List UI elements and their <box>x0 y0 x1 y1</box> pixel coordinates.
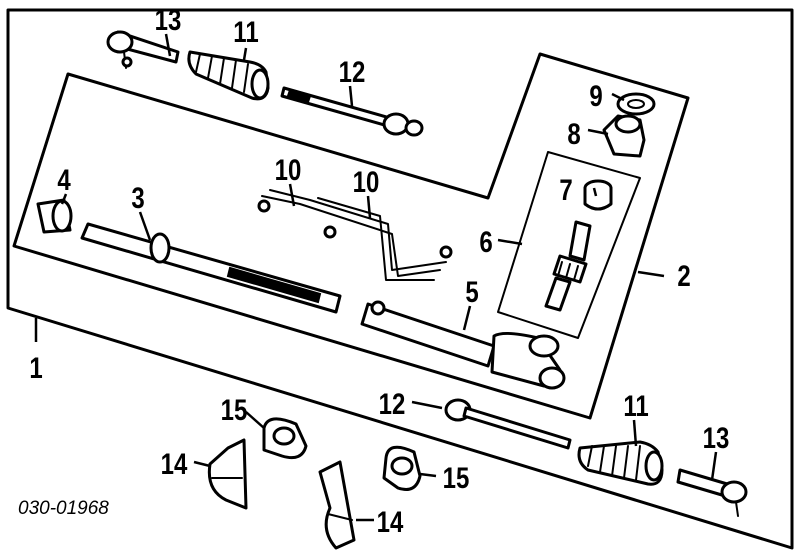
fluid-lines <box>257 189 453 281</box>
pinion-assembly-outline <box>497 151 641 339</box>
callout-14-right: 14 <box>377 504 404 538</box>
callout-6: 6 <box>479 224 492 258</box>
boot-bottom <box>577 440 664 486</box>
rack-bar <box>80 222 342 314</box>
tie-rod-top <box>280 86 424 137</box>
rack-assembly-outline <box>12 52 690 420</box>
callout-12-top: 12 <box>339 54 366 88</box>
callout-2: 2 <box>677 258 690 292</box>
mount-bushing-left <box>262 417 308 460</box>
mount-bracket-right <box>318 460 356 550</box>
seal-ring-inner <box>627 99 645 109</box>
callout-12-bottom: 12 <box>379 386 406 420</box>
callout-3: 3 <box>131 180 144 214</box>
tie-rod-end-bottom <box>676 468 748 517</box>
pinion-shaft <box>544 220 592 312</box>
callout-4: 4 <box>57 162 70 196</box>
tie-rod-bottom <box>444 398 572 450</box>
callout-7: 7 <box>559 172 572 206</box>
pinion-bushing <box>583 179 613 211</box>
rack-bushing <box>36 198 73 234</box>
callout-1: 1 <box>29 350 42 384</box>
callout-11-top: 11 <box>233 14 258 48</box>
mount-bracket-left <box>207 438 248 510</box>
callout-14-left: 14 <box>161 446 188 480</box>
callout-10-right: 10 <box>353 164 380 198</box>
leader-lines <box>34 33 718 522</box>
mount-bushing-right <box>382 445 422 491</box>
pinion-housing-cap <box>602 114 646 158</box>
callout-13-top: 13 <box>155 2 182 36</box>
callout-13-bottom: 13 <box>703 420 730 454</box>
tie-rod-end-top <box>106 30 180 69</box>
diagram-code: 030-01968 <box>18 498 109 519</box>
callout-5: 5 <box>465 274 478 308</box>
seal-ring <box>616 92 656 116</box>
callout-11-bottom: 11 <box>623 388 648 422</box>
callout-15-left: 15 <box>221 392 248 426</box>
callout-8: 8 <box>567 116 580 150</box>
callout-10-left: 10 <box>275 152 302 186</box>
callout-15-right: 15 <box>443 460 470 494</box>
assembly-outline <box>6 8 794 550</box>
callout-9: 9 <box>589 78 602 112</box>
boot-top <box>187 50 270 101</box>
rack-housing <box>360 300 566 390</box>
